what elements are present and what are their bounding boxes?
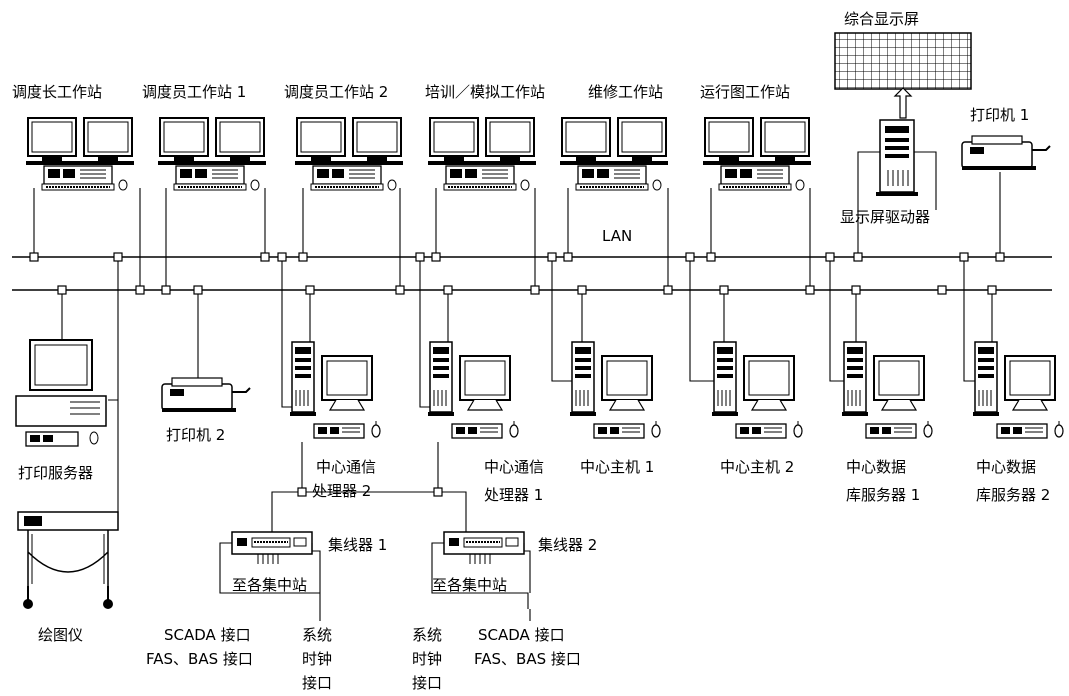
bus-node-a-13 bbox=[959, 252, 969, 262]
server-3-line1: 中心主机 2 bbox=[720, 458, 794, 476]
printer1-icon bbox=[961, 135, 1051, 171]
bus-node-a-4 bbox=[298, 252, 308, 262]
up-arrow-icon bbox=[893, 87, 913, 119]
bus-node-a-5 bbox=[415, 252, 425, 262]
ws-label-0: 调度长工作站 bbox=[12, 83, 102, 101]
bus-node-b-6 bbox=[443, 285, 453, 295]
bus-node-a-12 bbox=[853, 252, 863, 262]
bus-node-b-2 bbox=[161, 285, 171, 295]
ws-label-2: 调度员工作站 2 bbox=[284, 83, 388, 101]
bus-node-a-10 bbox=[706, 252, 716, 262]
bus-node-b-10 bbox=[719, 285, 729, 295]
bus-node-b-13 bbox=[937, 285, 947, 295]
workstations: 调度长工作站 调度员工作站 1 调度员工作站 2 培训／模拟工作站 维修工作站 … bbox=[12, 83, 812, 290]
bus-node-a-9 bbox=[685, 252, 695, 262]
workstation-4 bbox=[559, 117, 669, 191]
hub-1-clock-2: 时钟 bbox=[302, 650, 332, 668]
server-1-line1: 中心通信 bbox=[484, 458, 544, 476]
server-2 bbox=[569, 341, 661, 439]
workstation-3 bbox=[427, 117, 537, 191]
server-2-line1: 中心主机 1 bbox=[580, 458, 654, 476]
hub-1-to-stations: 至各集中站 bbox=[232, 576, 307, 594]
bus-node-b-12 bbox=[851, 285, 861, 295]
printer1-label: 打印机 1 bbox=[970, 106, 1029, 124]
hub-2-to-stations: 至各集中站 bbox=[432, 576, 507, 594]
hub-2-label: 集线器 2 bbox=[538, 536, 597, 554]
bus-node-b-14 bbox=[987, 285, 997, 295]
plotter-icon bbox=[17, 511, 119, 609]
display-driver bbox=[876, 119, 918, 196]
hub-1-clock-3: 接口 bbox=[302, 674, 332, 692]
bus-node-b-7 bbox=[530, 285, 540, 295]
bus-node-b-11 bbox=[805, 285, 815, 295]
bus-connection-nodes bbox=[29, 252, 1005, 295]
workstation-1 bbox=[157, 117, 267, 191]
printer2-label: 打印机 2 bbox=[166, 426, 225, 444]
server-1-line2: 处理器 1 bbox=[484, 486, 543, 504]
hub-2-interface-scada: SCADA 接口 bbox=[478, 626, 565, 644]
bus-node-b-5 bbox=[395, 285, 405, 295]
bus-node-b-8 bbox=[577, 285, 587, 295]
server-0-line2: 处理器 2 bbox=[312, 482, 371, 500]
hub-1-clock-1: 系统 bbox=[302, 626, 332, 644]
ws-label-1: 调度员工作站 1 bbox=[142, 83, 246, 101]
bus-node-a-8 bbox=[563, 252, 573, 262]
lan-label: LAN bbox=[602, 227, 632, 245]
hub-2-interface-fas-bas: FAS、BAS 接口 bbox=[474, 650, 581, 668]
server-5-line2: 库服务器 2 bbox=[976, 486, 1050, 504]
printer2-icon bbox=[161, 377, 251, 413]
bus-node-a-11 bbox=[825, 252, 835, 262]
server-4-line2: 库服务器 1 bbox=[846, 486, 920, 504]
hub-1-interface-scada: SCADA 接口 bbox=[164, 626, 251, 644]
display-screen bbox=[834, 32, 972, 90]
ws-label-5: 运行图工作站 bbox=[700, 83, 790, 101]
bus-node-a-14 bbox=[995, 252, 1005, 262]
hub-2-clock-3: 接口 bbox=[412, 674, 442, 692]
hub-2 bbox=[443, 531, 525, 565]
bus-node-a-2 bbox=[260, 252, 270, 262]
hub-1-interface-fas-bas: FAS、BAS 接口 bbox=[146, 650, 253, 668]
server-5-line1: 中心数据 bbox=[976, 458, 1036, 476]
server-0 bbox=[289, 341, 381, 439]
server-4 bbox=[841, 341, 933, 439]
hub-2-clock-1: 系统 bbox=[412, 626, 442, 644]
bus-node-a-0 bbox=[29, 252, 39, 262]
bus-node-a-1 bbox=[113, 252, 123, 262]
servers: 中心通信 处理器 2 中心通信 处理器 1 中心主机 1 中心主机 2 中心数据… bbox=[281, 257, 1064, 504]
ws-label-3: 培训／模拟工作站 bbox=[425, 83, 545, 101]
bus-node-a-3 bbox=[277, 252, 287, 262]
workstation-0 bbox=[25, 117, 135, 191]
bus-node-b-9 bbox=[663, 285, 673, 295]
bus-node-b-4 bbox=[305, 285, 315, 295]
bus-node-a-7 bbox=[547, 252, 557, 262]
server-5 bbox=[972, 341, 1064, 439]
display-driver-label: 显示屏驱动器 bbox=[840, 208, 930, 226]
display-screen-label: 综合显示屏 bbox=[844, 10, 919, 28]
print-server bbox=[15, 339, 107, 447]
bus-node-b-1 bbox=[135, 285, 145, 295]
hub-2-clock-2: 时钟 bbox=[412, 650, 442, 668]
plotter-label: 绘图仪 bbox=[38, 626, 83, 644]
server-1 bbox=[427, 341, 519, 439]
hub-1-label: 集线器 1 bbox=[328, 536, 387, 554]
print-server-label: 打印服务器 bbox=[18, 464, 93, 482]
workstation-2 bbox=[294, 117, 404, 191]
server-4-line1: 中心数据 bbox=[846, 458, 906, 476]
bus-node-a-6 bbox=[431, 252, 441, 262]
workstation-5 bbox=[702, 117, 812, 191]
server-3 bbox=[711, 341, 803, 439]
ws-label-4: 维修工作站 bbox=[588, 83, 663, 101]
server-0-line1: 中心通信 bbox=[316, 458, 376, 476]
hub-1 bbox=[231, 531, 313, 565]
bus-node-b-0 bbox=[57, 285, 67, 295]
bus-node-b-3 bbox=[193, 285, 203, 295]
